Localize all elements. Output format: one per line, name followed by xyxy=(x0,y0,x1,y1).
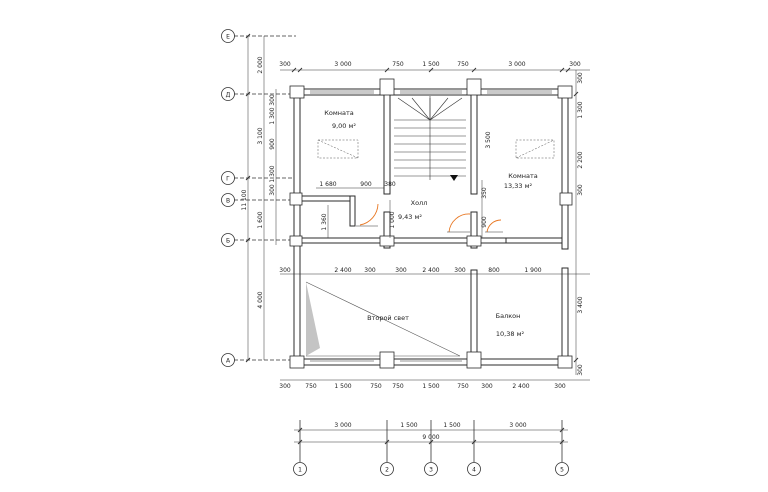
row-axis-label-e: Е xyxy=(226,34,230,41)
dim-mid-4: 300 xyxy=(395,267,407,274)
dim-inner-7: 900 xyxy=(481,216,488,228)
dim-right-2: 1 300 xyxy=(577,101,584,118)
row-axis-markers xyxy=(221,29,296,367)
dim-mid-8: 1 900 xyxy=(524,267,541,274)
dim-right-1: 300 xyxy=(577,72,584,84)
dim-inner-4: 1 360 xyxy=(321,213,328,230)
second-light-diagonal xyxy=(305,281,461,357)
dim-top-3: 750 xyxy=(392,61,404,68)
dim-bottom-1: 300 xyxy=(279,383,291,390)
walls xyxy=(293,88,569,366)
dim-bottom-10: 300 xyxy=(554,383,566,390)
dim-top-5: 750 xyxy=(457,61,469,68)
dim-left-total: 11 100 xyxy=(241,189,248,210)
dim-bottom-5: 750 xyxy=(392,383,404,390)
row-axis-label-b: Б xyxy=(226,238,230,245)
dim-bottom-3: 1 500 xyxy=(334,383,351,390)
dim-top-4: 1 500 xyxy=(422,61,439,68)
dim-right-4: 2 200 xyxy=(577,151,584,168)
dim-bottom-9: 2 400 xyxy=(512,383,529,390)
dim-left-inner-2: 1 300 xyxy=(269,107,276,124)
balcony-area: 10,38 м² xyxy=(496,330,525,338)
doors xyxy=(359,203,502,233)
beds xyxy=(317,139,555,159)
dim-bottom-8: 300 xyxy=(481,383,493,390)
col-axis-label-4: 4 xyxy=(472,467,476,474)
column-axis-markers xyxy=(293,420,569,476)
dim-mid-7: 800 xyxy=(488,267,500,274)
dim-left-2: 3 100 xyxy=(257,127,264,144)
dim-top-7: 300 xyxy=(569,61,581,68)
dim-axis-span-4: 3 000 xyxy=(509,422,526,429)
row-axis-label-d: Д xyxy=(226,92,231,99)
room1-area: 9,00 м² xyxy=(332,122,356,130)
row-axis-label-a: А xyxy=(226,358,231,365)
dim-top-1: 300 xyxy=(279,61,291,68)
dim-right-7: 300 xyxy=(577,364,584,376)
hall-name: Холл xyxy=(411,199,428,207)
dim-inner-3: 380 xyxy=(384,181,396,188)
dim-axis-total: 9 000 xyxy=(422,434,439,441)
row-axis-label-v: В xyxy=(226,198,230,205)
staircase xyxy=(394,96,466,180)
dim-right-3: 3 500 xyxy=(485,131,492,148)
dim-left-3: 1 600 xyxy=(257,211,264,228)
stair-arrow-icon xyxy=(450,175,458,181)
dim-left-1: 2 000 xyxy=(257,56,264,73)
dim-bottom-6: 1 500 xyxy=(422,383,439,390)
row-axis-label-g: Г xyxy=(226,176,230,183)
room1-name: Комната xyxy=(324,109,354,117)
windows xyxy=(310,90,552,362)
dim-mid-2: 2 400 xyxy=(334,267,351,274)
col-axis-label-3: 3 xyxy=(429,467,433,474)
dim-bottom-7: 750 xyxy=(457,383,469,390)
dim-inner-5: 1 000 xyxy=(389,211,396,228)
dim-axis-span-2: 1 500 xyxy=(400,422,417,429)
dim-mid-5: 2 400 xyxy=(422,267,439,274)
room2-area: 13,33 м² xyxy=(504,182,533,190)
dim-left-inner-3: 900 xyxy=(269,138,276,150)
dim-left-4: 4 000 xyxy=(257,291,264,308)
second-light-name: Второй свет xyxy=(367,314,409,322)
dim-bottom-4: 750 xyxy=(370,383,382,390)
hall-area: 9,43 м² xyxy=(398,213,422,221)
dim-inner-2: 900 xyxy=(360,181,372,188)
dim-axis-span-3: 1 500 xyxy=(443,422,460,429)
dim-right-6: 3 400 xyxy=(577,296,584,313)
second-light-shading xyxy=(306,282,320,356)
dim-inner-1: 1 680 xyxy=(319,181,336,188)
dim-left-inner-1: 300 xyxy=(269,94,276,106)
dim-top-2: 3 000 xyxy=(334,61,351,68)
log-ends xyxy=(289,78,573,369)
col-axis-label-1: 1 xyxy=(298,467,302,474)
room2-name: Комната xyxy=(508,172,538,180)
dim-left-inner-4: 1 300 xyxy=(269,165,276,182)
dimension-ticks xyxy=(245,33,579,445)
col-axis-label-5: 5 xyxy=(560,467,564,474)
dim-left-inner-5: 300 xyxy=(269,184,276,196)
dim-mid-3: 300 xyxy=(364,267,376,274)
dim-inner-6: 350 xyxy=(481,187,488,199)
balcony-name: Балкон xyxy=(496,312,521,320)
dim-mid-6: 300 xyxy=(454,267,466,274)
col-axis-label-2: 2 xyxy=(385,467,389,474)
dim-bottom-2: 750 xyxy=(305,383,317,390)
dim-mid-1: 300 xyxy=(279,267,291,274)
dim-top-6: 3 000 xyxy=(508,61,525,68)
dim-right-5: 300 xyxy=(577,184,584,196)
dim-axis-span-1: 3 000 xyxy=(334,422,351,429)
